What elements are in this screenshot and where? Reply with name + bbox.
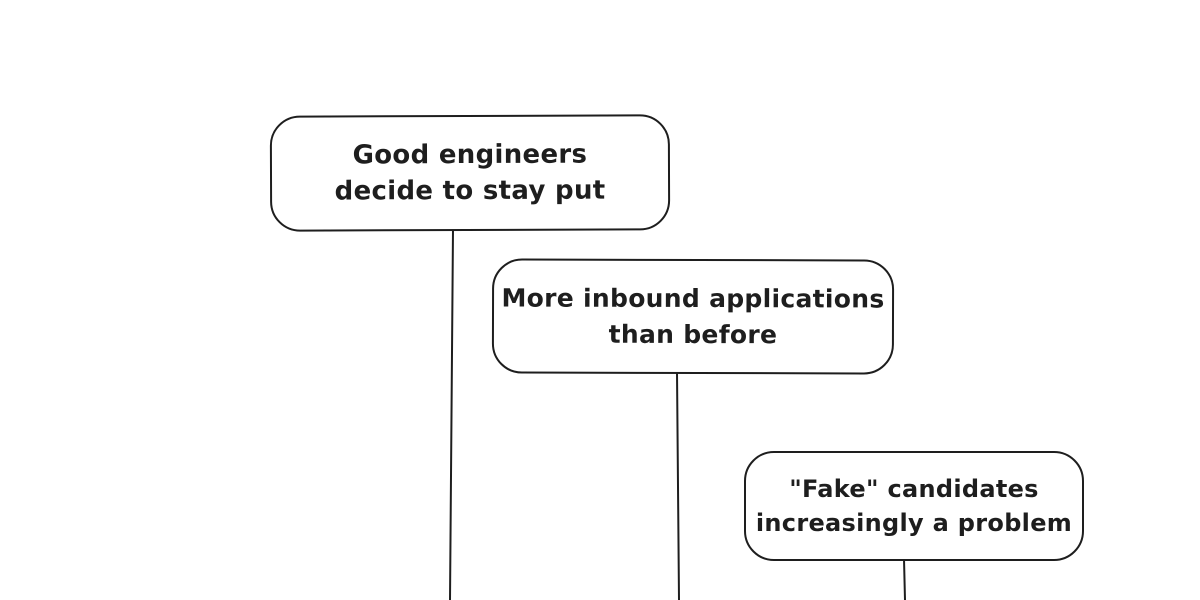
callout-box-inbound-applications: More inbound applications than before	[491, 258, 895, 375]
callout-box-fake-candidates: "Fake" candidates increasingly a problem	[744, 451, 1084, 561]
callout-text-line: than before	[608, 319, 778, 349]
connector-line-fake-candidates	[903, 558, 906, 600]
callout-box-good-engineers: Good engineers decide to stay put	[269, 114, 671, 232]
connector-line-inbound-applications	[676, 371, 680, 600]
callout-text-line: increasingly a problem	[755, 509, 1073, 537]
callout-text-line: "Fake" candidates	[789, 475, 1039, 503]
callout-text-line: Good engineers	[352, 139, 588, 171]
callout-text-line: More inbound applications	[501, 282, 885, 314]
callout-text-line: decide to stay put	[334, 175, 606, 207]
connector-line-good-engineers	[449, 228, 454, 600]
